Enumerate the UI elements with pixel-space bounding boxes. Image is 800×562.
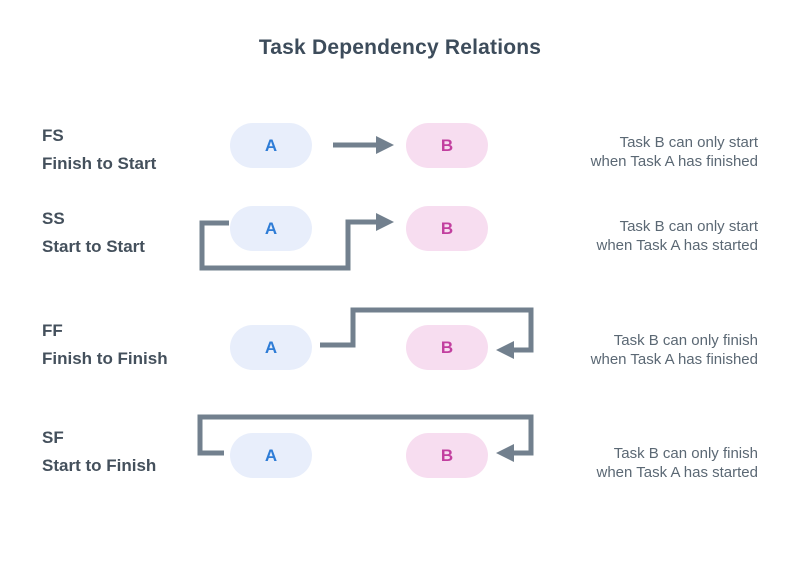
ff-description-line1: Task B can only finish	[613, 332, 758, 349]
fs-arrowhead-icon	[376, 136, 394, 154]
ff-description: Task B can only finish when Task A has f…	[498, 331, 758, 369]
fs-description-line2: when Task A has finished	[590, 153, 758, 170]
fs-row-label: FS Finish to Start	[42, 122, 222, 178]
fs-task-b-pill: B	[406, 123, 488, 168]
ff-description-line2: when Task A has finished	[590, 351, 758, 368]
sf-row-label: SF Start to Finish	[42, 424, 222, 480]
sf-code: SF	[42, 428, 64, 447]
sf-description-line2: when Task A has started	[596, 464, 759, 481]
ff-task-a-pill: A	[230, 325, 312, 370]
fs-description-line1: Task B can only start	[619, 134, 758, 151]
ss-code: SS	[42, 209, 65, 228]
sf-task-b-pill: B	[406, 433, 488, 478]
ff-name: Finish to Finish	[42, 349, 168, 368]
ss-task-b-pill: B	[406, 206, 488, 251]
ss-row-label: SS Start to Start	[42, 205, 222, 261]
sf-task-a-pill: A	[230, 433, 312, 478]
ss-name: Start to Start	[42, 237, 145, 256]
ss-description-line1: Task B can only start	[619, 218, 758, 235]
sf-description: Task B can only finish when Task A has s…	[498, 444, 759, 482]
ss-description-line2: when Task A has started	[596, 237, 759, 254]
ff-row-label: FF Finish to Finish	[42, 317, 222, 373]
fs-name: Finish to Start	[42, 154, 157, 173]
ss-arrowhead-icon	[376, 213, 394, 231]
sf-name: Start to Finish	[42, 456, 157, 475]
ss-task-a-pill: A	[230, 206, 312, 251]
page-title: Task Dependency Relations	[258, 36, 542, 59]
sf-description-line1: Task B can only finish	[613, 445, 758, 462]
ff-code: FF	[42, 321, 63, 340]
fs-code: FS	[42, 126, 64, 145]
fs-description: Task B can only start when Task A has fi…	[498, 133, 758, 171]
ss-description: Task B can only start when Task A has st…	[498, 217, 759, 255]
ff-task-b-pill: B	[406, 325, 488, 370]
fs-task-a-pill: A	[230, 123, 312, 168]
fs-connector	[333, 136, 394, 154]
